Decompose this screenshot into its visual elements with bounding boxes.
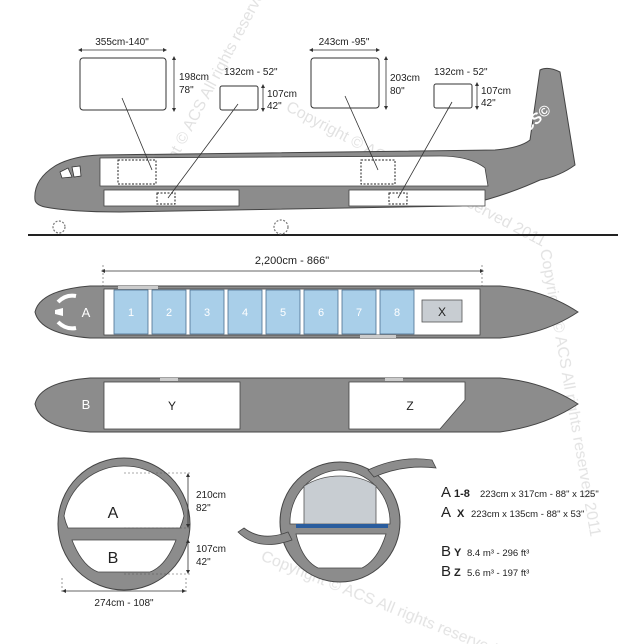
specs-list: A 1-8 223cm x 317cm - 88" x 125" A X 223… xyxy=(441,484,599,580)
main-deck-area xyxy=(99,155,489,187)
main-deck-plan: 2,200cm - 866" A 1 2 3 4 5 6 7 8 X xyxy=(34,255,579,339)
pallet-position-label: 5 xyxy=(280,307,286,319)
door-a-height-cm: 198cm xyxy=(179,72,209,83)
section-b-label: B xyxy=(108,550,119,567)
pallet-position-label: 8 xyxy=(394,307,400,319)
svg-text:8.4 m³ - 296 ft³: 8.4 m³ - 296 ft³ xyxy=(467,548,529,559)
pallet-position-2 xyxy=(151,289,187,335)
svg-text:223cm x 135cm - 88" x 53": 223cm x 135cm - 88" x 53" xyxy=(471,509,584,520)
lower-hold-forward xyxy=(103,189,240,207)
hold-y xyxy=(103,381,241,430)
spec-a-1-8: A 1-8 223cm x 317cm - 88" x 125" xyxy=(441,484,599,501)
svg-text:A: A xyxy=(441,504,451,521)
main-door-aft xyxy=(360,159,396,185)
hold-z-label: Z xyxy=(406,399,413,413)
lower-door-open xyxy=(237,527,293,545)
main-deck-label: A xyxy=(82,305,91,320)
lower-door-a-box xyxy=(219,85,259,111)
main-gear-icon xyxy=(273,219,289,235)
pallet-position-8 xyxy=(379,289,415,335)
pallet-positions: 1 2 3 4 5 6 7 8 xyxy=(113,289,415,335)
section-a-label: A xyxy=(108,505,119,522)
position-x xyxy=(421,299,463,323)
pallet-load xyxy=(303,475,377,525)
section-lower-cm: 107cm xyxy=(196,544,226,555)
pallet-position-6 xyxy=(303,289,339,335)
lower-door-b-width: 132cm - 52" xyxy=(434,67,488,78)
pallet-position-7 xyxy=(341,289,377,335)
spec-b-y: B Y 8.4 m³ - 296 ft³ xyxy=(441,543,529,560)
hold-z xyxy=(348,381,466,430)
section-lower-in: 42" xyxy=(196,557,211,568)
svg-text:Z: Z xyxy=(454,567,461,579)
lower-door-a-height-cm: 107cm xyxy=(267,89,297,100)
pallet-base xyxy=(296,524,388,528)
cockpit-window xyxy=(59,167,73,179)
upper-door-open xyxy=(367,458,437,478)
section-upper-in: 82" xyxy=(196,503,211,514)
cross-section-doors xyxy=(237,458,437,583)
pallet-position-label: 2 xyxy=(166,307,172,319)
hold-length: 2,200cm - 866" xyxy=(255,255,329,267)
cross-section-dimensions: A B 210cm 82" 107cm 42" 274cm - 108" xyxy=(57,457,226,609)
main-door-forward xyxy=(117,159,157,185)
pallet-position-label: 1 xyxy=(128,307,134,319)
section-upper-cm: 210cm xyxy=(196,490,226,501)
door-b-height-in: 80" xyxy=(390,86,405,97)
main-door-b-box xyxy=(310,57,380,109)
section-lower-deck xyxy=(71,539,177,573)
spec-b-z: B Z 5.6 m³ - 197 ft³ xyxy=(441,563,529,580)
lower-door-a-width: 132cm - 52" xyxy=(224,67,278,78)
door-b-width: 243cm -95" xyxy=(319,37,370,48)
door-a-height-in: 78" xyxy=(179,85,194,96)
svg-text:X: X xyxy=(457,508,465,520)
door-b-height-cm: 203cm xyxy=(390,73,420,84)
spec-a-x: A X 223cm x 135cm - 88" x 53" xyxy=(441,504,584,521)
pallet-position-3 xyxy=(189,289,225,335)
svg-text:B: B xyxy=(441,543,451,560)
lower-door-aft xyxy=(388,192,408,205)
lower-door-forward xyxy=(156,192,176,205)
door-dimensions: 355cm-140" 198cm 78" 132cm - 52" 107cm 4… xyxy=(78,37,511,199)
pallet-position-label: 6 xyxy=(318,307,324,319)
svg-text:Y: Y xyxy=(454,547,462,559)
pallet-position-1 xyxy=(113,289,149,335)
svg-text:5.6 m³ - 197 ft³: 5.6 m³ - 197 ft³ xyxy=(467,568,529,579)
side-view: ACS© xyxy=(28,67,618,236)
lower-deck-plan: B Y Z xyxy=(34,377,579,433)
section-upper-deck xyxy=(63,465,185,529)
section-width: 274cm - 108" xyxy=(94,598,154,609)
svg-text:223cm x 317cm - 88" x 125": 223cm x 317cm - 88" x 125" xyxy=(480,489,599,500)
pallet-position-5 xyxy=(265,289,301,335)
lower-door-b-height-in: 42" xyxy=(481,98,496,109)
door-a-width: 355cm-140" xyxy=(95,37,149,48)
pallet-position-label: 3 xyxy=(204,307,210,319)
svg-text:B: B xyxy=(441,563,451,580)
lower-door-a-height-in: 42" xyxy=(267,101,282,112)
lower-door-b-height-cm: 107cm xyxy=(481,86,511,97)
nose-gear-icon xyxy=(52,220,66,234)
cockpit-window xyxy=(71,165,82,178)
svg-text:A: A xyxy=(441,484,451,501)
main-door-a-box xyxy=(79,57,167,111)
lower-hold-aft xyxy=(348,189,486,207)
position-x-label: X xyxy=(438,305,446,319)
lower-door-b-box xyxy=(433,83,473,109)
lower-deck-label: B xyxy=(82,397,91,412)
pallet-position-label: 4 xyxy=(242,307,248,319)
svg-text:1-8: 1-8 xyxy=(454,488,470,500)
hold-y-label: Y xyxy=(168,399,176,413)
pallet-position-label: 7 xyxy=(356,307,362,319)
pallet-position-4 xyxy=(227,289,263,335)
